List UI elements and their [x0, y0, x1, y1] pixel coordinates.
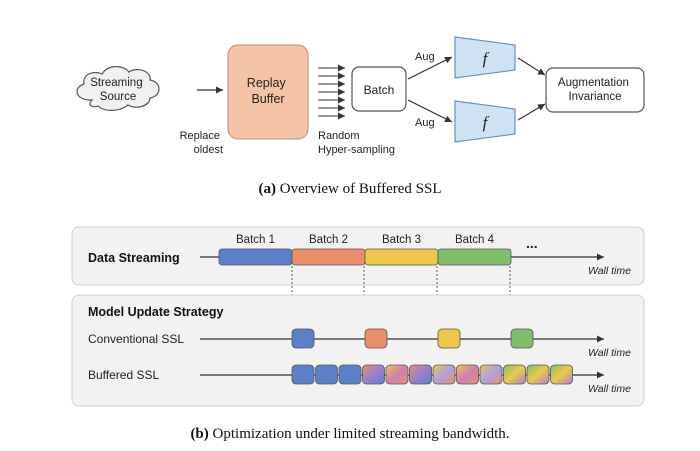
aug-arrow-top: [407, 56, 453, 80]
strategy-title: Model Update Strategy: [88, 305, 223, 319]
source-label-line2: Source: [100, 91, 136, 103]
ellipsis: ...: [526, 235, 538, 251]
batch-bar-3: [364, 248, 439, 266]
conventional-update-2: [364, 328, 388, 349]
conventional-ssl-label: Conventional SSL: [88, 332, 184, 346]
conventional-update-marks: [291, 328, 534, 349]
svg-text:Replay Buffer: Replay Buffer: [247, 76, 289, 106]
buffered-update-12: [550, 364, 573, 385]
aug-label-top: Aug: [415, 51, 435, 63]
batch-label-1: Batch 1: [236, 234, 275, 246]
encoder-bottom-symbol: f: [483, 113, 490, 132]
caption-a-bold: (a): [258, 181, 276, 197]
caption-b: (b) Optimization under limited streaming…: [190, 426, 509, 442]
batch-bar-1: [218, 248, 293, 266]
buffered-update-1: [291, 364, 315, 385]
replay-buffer-box: [227, 44, 309, 140]
buffered-update-9: [479, 364, 503, 385]
buffered-update-6: [409, 364, 432, 385]
batch-label-3: Batch 3: [382, 234, 421, 246]
batch-bar-2: [291, 248, 366, 266]
svg-text:Replace oldest: Replace oldest: [180, 130, 223, 156]
invariance-box: [545, 67, 645, 113]
buffered-update-11: [526, 364, 550, 385]
buffered-update-marks: [291, 364, 573, 385]
data-streaming-label: Data Streaming: [88, 251, 180, 265]
encoder-bottom-to-invariance-arrow: [517, 103, 546, 121]
batch-label-4: Batch 4: [455, 234, 495, 246]
batch-box: [351, 66, 407, 112]
encoder-top-trapezoid: [454, 36, 516, 79]
aug-label-bottom: Aug: [415, 117, 435, 129]
encoder-top-symbol: f: [483, 49, 490, 68]
invariance-label-line2: Invariance: [568, 91, 621, 103]
batch-bars: Batch 1 Batch 2 Batch 3 Batch 4: [218, 234, 512, 266]
replace-label-line1: Replace: [180, 130, 220, 142]
buffered-update-8: [456, 364, 479, 385]
buffered-update-3: [338, 364, 362, 385]
streaming-source-cloud: [76, 66, 160, 111]
caption-b-text: Optimization under limited streaming ban…: [209, 426, 510, 442]
hyper-sampling-arrows: [318, 64, 345, 120]
svg-text:Streaming Source: Streaming Source: [90, 77, 146, 103]
buffer-label-line2: Buffer: [251, 92, 284, 106]
caption-a-text: Overview of Buffered SSL: [276, 181, 442, 197]
conventional-update-4: [510, 328, 534, 349]
conventional-update-3: [437, 328, 461, 349]
encoder-bottom-trapezoid: [454, 100, 516, 143]
wall-time-label-3: Wall time: [588, 383, 631, 395]
buffered-update-10: [503, 364, 526, 385]
buffered-update-7: [432, 364, 456, 385]
invariance-label-line1: Augmentation: [558, 77, 629, 89]
wall-time-label-2: Wall time: [588, 347, 631, 359]
batch-label: Batch: [364, 83, 395, 97]
caption-a: (a) Overview of Buffered SSL: [258, 181, 441, 197]
panel-a-overview: Streaming Source Replay Buffer Replace o…: [76, 36, 645, 197]
aug-arrow-bottom: [407, 99, 453, 123]
buffered-update-5: [385, 364, 409, 385]
batch-label-2: Batch 2: [309, 234, 348, 246]
svg-text:Random Hyper-sampling: Random Hyper-sampling: [318, 130, 395, 156]
buffer-label-line1: Replay: [247, 76, 287, 90]
buffered-update-4: [362, 364, 385, 385]
wall-time-label-1: Wall time: [588, 265, 631, 277]
conventional-update-1: [291, 328, 315, 349]
sampling-label-line2: Hyper-sampling: [318, 144, 395, 156]
buffered-ssl-label: Buffered SSL: [88, 368, 159, 382]
sampling-label-line1: Random: [318, 130, 360, 142]
source-label-line1: Streaming: [90, 77, 142, 89]
batch-bar-4: [437, 248, 512, 266]
buffered-update-2: [315, 364, 338, 385]
replace-label-line2: oldest: [194, 144, 223, 156]
caption-b-bold: (b): [190, 426, 208, 442]
svg-text:Augmentation Invariance: Augmentation Invariance: [558, 77, 632, 103]
encoder-top-to-invariance-arrow: [517, 57, 546, 76]
